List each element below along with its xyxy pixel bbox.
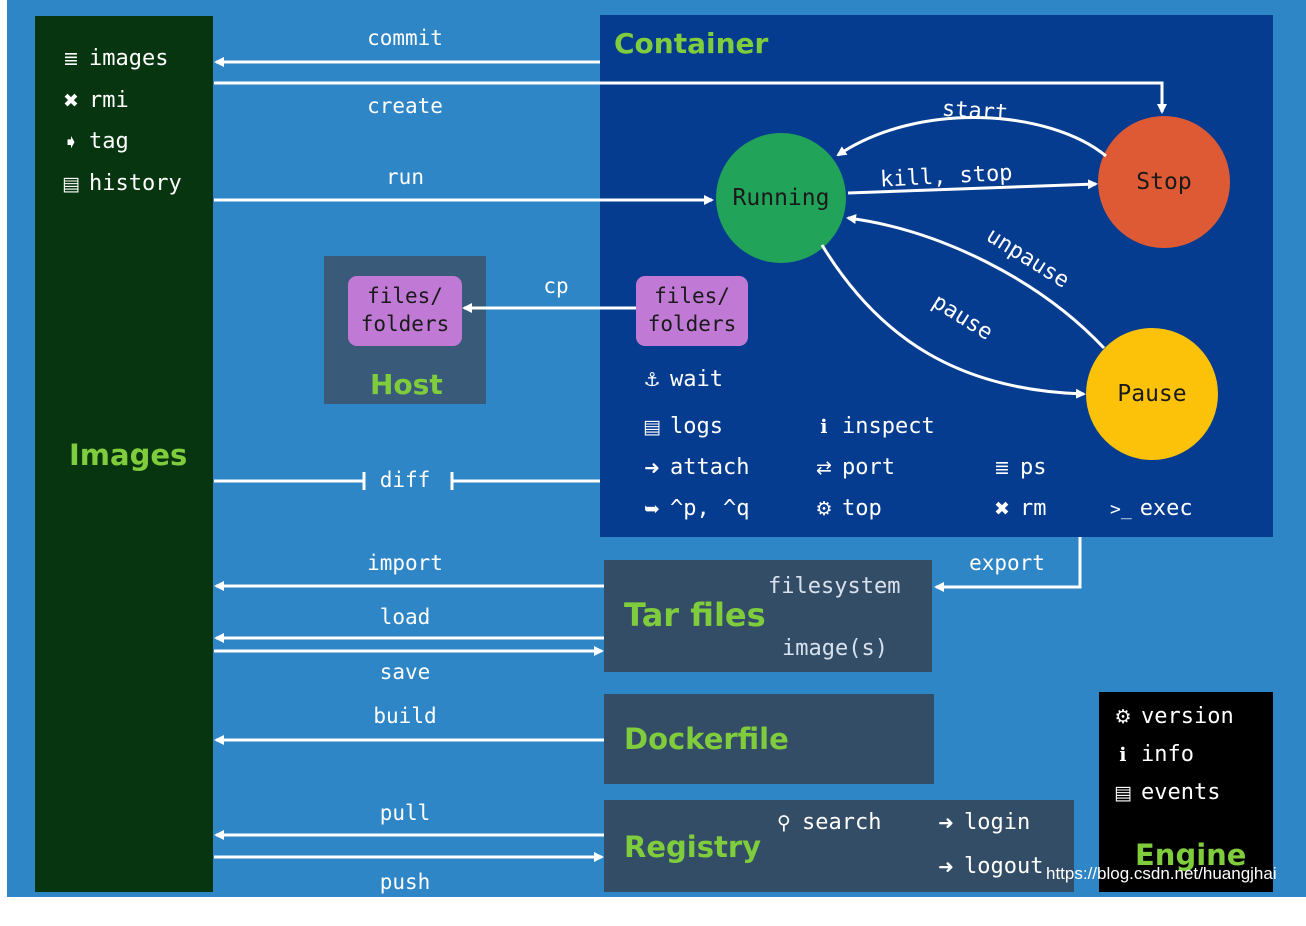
tag-icon: ➧: [63, 131, 79, 153]
cmd-label: port: [842, 455, 895, 480]
cmd-rm: ✖ rm: [990, 496, 1047, 521]
registry-panel: Registry ⚲ search ➜ login ➜ logout: [604, 800, 1074, 892]
cmd-port: ⇄ port: [812, 455, 895, 480]
search-icon: ⚲: [777, 812, 791, 834]
commit-label: commit: [367, 26, 443, 50]
cmd-events: ▤ events: [1111, 780, 1220, 805]
cmd-label: rm: [1020, 496, 1047, 521]
cmd-rmi: ✖ rmi: [59, 88, 129, 113]
tar-filesystem-label: filesystem: [768, 574, 901, 599]
pull-label: pull: [379, 801, 431, 825]
login-icon: ➜: [644, 457, 660, 479]
anchor-icon: ⚓: [643, 369, 661, 391]
cmd-label: images: [89, 46, 169, 71]
cmd-attach: ➜ attach: [640, 455, 749, 480]
container-title: Container: [614, 27, 769, 60]
cmd-label: rmi: [89, 88, 129, 113]
logout-icon: ➜: [938, 856, 954, 878]
document-icon: ▤: [1114, 782, 1132, 804]
export-label: export: [969, 551, 1045, 575]
cmd-label: inspect: [842, 414, 935, 439]
pause-state: Pause: [1086, 328, 1218, 460]
cmd-logs: ▤ logs: [640, 414, 723, 439]
cmd-label: search: [802, 810, 882, 835]
diff-label: diff: [379, 468, 431, 492]
list-icon: ≣: [63, 48, 79, 70]
push-label: push: [379, 870, 431, 894]
images-title: Images: [69, 438, 188, 472]
cmd-label: wait: [670, 367, 723, 392]
cmd-tag: ➧ tag: [59, 129, 129, 154]
files-label: files/: [367, 284, 443, 308]
cmd-top: ⚙ top: [812, 496, 882, 521]
cmd-label: tag: [89, 129, 129, 154]
cmd-label: logout: [964, 854, 1044, 879]
cmd-label: version: [1141, 704, 1234, 729]
stop-label: Stop: [1136, 169, 1192, 195]
cmd-exec: >_ exec: [1110, 496, 1193, 521]
cmd-label: attach: [670, 455, 750, 480]
tar-images-label: image(s): [782, 636, 888, 661]
exchange-icon: ⇄: [816, 457, 832, 479]
container-files-box: files/ folders: [636, 276, 748, 346]
cmd-label: info: [1141, 742, 1194, 767]
cmd-label: exec: [1139, 496, 1193, 521]
folders-label: folders: [360, 312, 450, 336]
folders-label: folders: [647, 312, 737, 336]
cmd-detach: ➥ ^p, ^q: [640, 496, 749, 521]
cmd-login: ➜ login: [934, 810, 1030, 835]
close-icon: ✖: [63, 90, 79, 112]
host-title: Host: [370, 368, 443, 401]
cmd-label: logs: [670, 414, 723, 439]
gears-icon: ⚙: [815, 498, 833, 520]
cmd-label: login: [964, 810, 1031, 835]
document-icon: ▤: [643, 416, 661, 438]
logout-icon: ➥: [644, 498, 660, 520]
cmd-label: events: [1141, 780, 1221, 805]
info-icon: ℹ: [1119, 744, 1127, 766]
pause-label: Pause: [1117, 381, 1187, 407]
login-icon: ➜: [938, 812, 954, 834]
run-label: run: [386, 165, 424, 189]
dockerfile-panel: Dockerfile: [604, 694, 934, 784]
list-icon: ≣: [994, 457, 1010, 479]
terminal-icon: >_: [1110, 499, 1132, 520]
close-icon: ✖: [994, 498, 1010, 520]
gear-icon: ⚙: [1114, 706, 1132, 728]
host-files-box: files/ folders: [348, 276, 462, 346]
cmd-wait: ⚓ wait: [640, 367, 723, 392]
running-label: Running: [732, 185, 830, 211]
tar-files-title: Tar files: [624, 596, 766, 634]
cmd-label: ^p, ^q: [670, 496, 750, 521]
watermark: https://blog.csdn.net/huangjhai: [1046, 864, 1277, 883]
cp-label: cp: [543, 274, 569, 298]
info-icon: ℹ: [820, 416, 828, 438]
files-label: files/: [654, 284, 730, 308]
cmd-version: ⚙ version: [1111, 704, 1234, 729]
import-label: import: [367, 551, 443, 575]
cmd-label: history: [89, 171, 182, 196]
engine-title: Engine: [1135, 838, 1247, 872]
cmd-logout: ➜ logout: [934, 854, 1043, 879]
load-label: load: [379, 605, 431, 629]
cmd-search: ⚲ search: [772, 810, 881, 835]
images-panel: ≣ images ✖ rmi ➧ tag ▤ history Images: [35, 16, 213, 892]
build-label: build: [373, 704, 437, 728]
running-state: Running: [716, 133, 846, 263]
cmd-ps: ≣ ps: [990, 455, 1047, 480]
cmd-label: ps: [1020, 455, 1047, 480]
registry-title: Registry: [624, 830, 762, 864]
dockerfile-title: Dockerfile: [624, 722, 789, 756]
document-icon: ▤: [62, 173, 80, 195]
create-label: create: [367, 94, 443, 118]
save-label: save: [379, 660, 431, 684]
cmd-label: top: [842, 496, 882, 521]
cmd-history: ▤ history: [59, 171, 182, 196]
cmd-images: ≣ images: [59, 46, 168, 71]
cmd-inspect: ℹ inspect: [812, 414, 935, 439]
tar-files-panel: Tar files filesystem image(s): [604, 560, 932, 672]
stop-state: Stop: [1098, 116, 1230, 248]
